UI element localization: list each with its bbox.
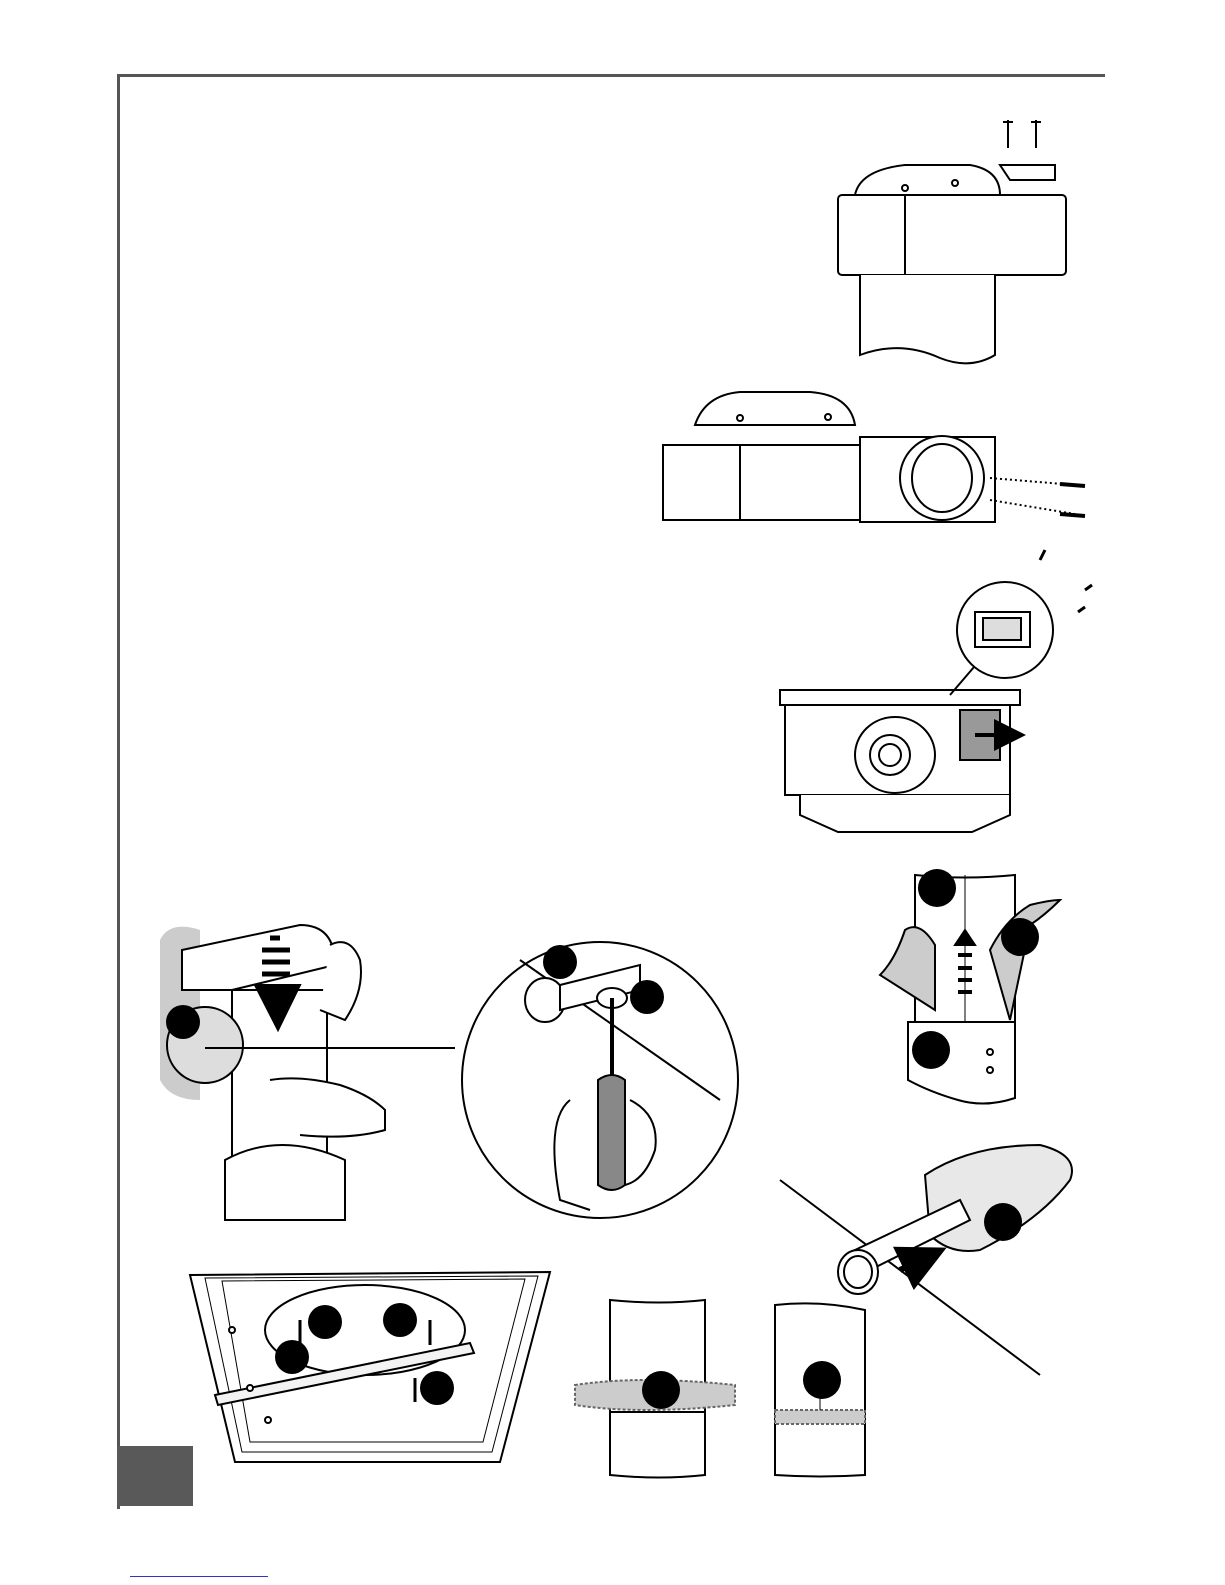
step-marker-bracket-1 [308, 1305, 342, 1339]
step-marker-cover-right [1001, 918, 1039, 956]
motor-housing-figure [780, 550, 1092, 832]
step-marker-bracket-3 [275, 1340, 309, 1374]
step-marker-screwdriver-2 [630, 980, 664, 1014]
chimney-install-figure [160, 925, 385, 1220]
hood-top-view-figure [838, 120, 1066, 363]
step-marker-cover-top [918, 869, 956, 907]
step-marker-tape-1 [642, 1371, 680, 1409]
screwdriver-detail-figure [462, 942, 738, 1218]
chimney-cover-figure [880, 875, 1060, 1104]
step-marker-chimney-left [166, 1005, 200, 1039]
ceiling-bracket-figure [190, 1272, 550, 1462]
step-marker-bracket-4 [420, 1371, 454, 1405]
step-marker-bracket-2 [383, 1303, 417, 1337]
step-marker-clip [984, 1203, 1022, 1241]
hood-side-flange-figure [663, 392, 1085, 522]
step-marker-cover-bottom [912, 1031, 950, 1069]
step-marker-tape-2 [803, 1361, 841, 1399]
step-marker-screwdriver-1 [543, 945, 577, 979]
